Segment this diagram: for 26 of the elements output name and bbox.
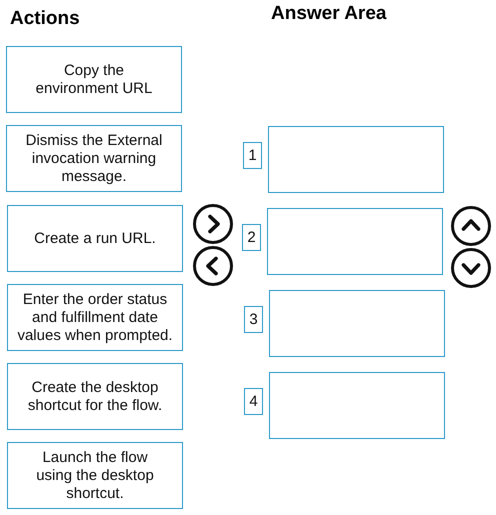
action-card: [7, 284, 183, 351]
action-text: Copy the environment URL: [34, 62, 154, 98]
step-number-box: [243, 142, 262, 169]
action-text: Create a run URL.: [34, 230, 156, 248]
step-number: 2: [247, 228, 256, 246]
action-card: [6, 125, 182, 192]
action-text: Dismiss the External invocation warning message.: [24, 132, 164, 186]
action-card: [7, 442, 183, 509]
step-number-box: [244, 388, 263, 415]
heading: Answer Area: [271, 3, 386, 25]
step-number-box: [244, 306, 263, 333]
action-card: [7, 363, 183, 430]
step-number: 4: [249, 392, 258, 410]
answer-slot: [267, 208, 443, 275]
answer-slot: [268, 126, 444, 193]
action-text: Create the desktop shortcut for the flow.: [26, 378, 164, 414]
action-text: Launch the flow using the desktop shortcut.: [35, 448, 155, 502]
action-card: [6, 46, 182, 113]
heading: Actions: [10, 8, 80, 30]
action-text: Enter the order status and fulfillment date values when prompted.: [16, 290, 174, 344]
step-number-box: [242, 224, 261, 251]
step-number: 1: [248, 146, 257, 164]
answer-slot: [269, 372, 445, 439]
action-card: [7, 205, 183, 272]
answer-slot: [269, 290, 445, 357]
step-number: 3: [249, 310, 258, 328]
